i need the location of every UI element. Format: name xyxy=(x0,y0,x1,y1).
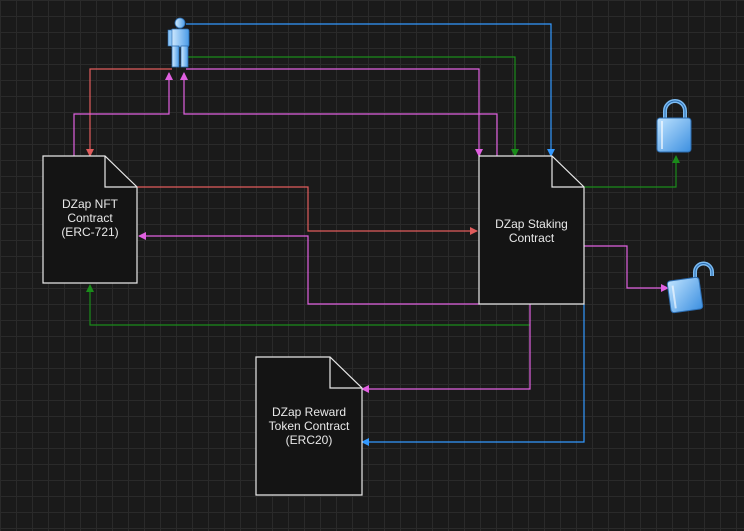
connector-staking-to-user-magenta xyxy=(180,72,498,156)
staking-contract-label-line-2: Contract xyxy=(508,231,555,245)
reward-contract-label-line-1: DZap Reward xyxy=(271,405,347,419)
connector-nft-to-user-magenta xyxy=(73,72,173,156)
reward-contract-fold xyxy=(329,357,362,389)
connector-staking-to-lock-green xyxy=(584,155,680,188)
lock-closed-icon xyxy=(656,99,692,153)
connector-staking-to-reward-blue xyxy=(361,304,585,446)
connector-staking-to-unlock-magenta xyxy=(584,245,669,292)
connector-staking-to-nft-magenta xyxy=(138,232,479,305)
reward-contract-label: DZap Reward Token Contract (ERC20) xyxy=(256,398,362,454)
nft-contract-label: DZap NFT Contract (ERC-721) xyxy=(43,190,137,246)
connector-staking-to-nft-green xyxy=(86,284,530,326)
connector-user-to-staking-magenta xyxy=(186,68,483,157)
staking-contract-label: DZap Staking Contract xyxy=(479,210,584,252)
connector-staking-to-reward-magenta xyxy=(361,304,531,393)
user-icon[interactable] xyxy=(167,17,190,68)
nft-contract-label-line-1: DZap NFT xyxy=(61,197,118,211)
connector-user-to-staking-green xyxy=(186,56,519,157)
nft-contract-label-line-2: Contract xyxy=(67,211,113,225)
nft-contract-shape[interactable] xyxy=(42,155,138,284)
connector-user-to-staking-blue xyxy=(186,23,555,157)
reward-contract-label-line-2: Token Contract xyxy=(268,419,350,433)
lock-open-icon xyxy=(666,261,714,314)
connector-nft-to-staking-red xyxy=(137,186,478,235)
reward-contract-label-line-3: (ERC20) xyxy=(285,433,333,447)
staking-contract-fold xyxy=(551,156,584,188)
staking-contract-label-line-1: DZap Staking xyxy=(495,217,568,231)
connector-user-to-nft-red xyxy=(86,68,172,157)
reward-contract-shape[interactable] xyxy=(255,356,363,496)
staking-contract-shape[interactable] xyxy=(478,155,585,305)
nft-contract-label-line-3: (ERC-721) xyxy=(61,225,119,239)
nft-contract-fold xyxy=(104,156,137,188)
